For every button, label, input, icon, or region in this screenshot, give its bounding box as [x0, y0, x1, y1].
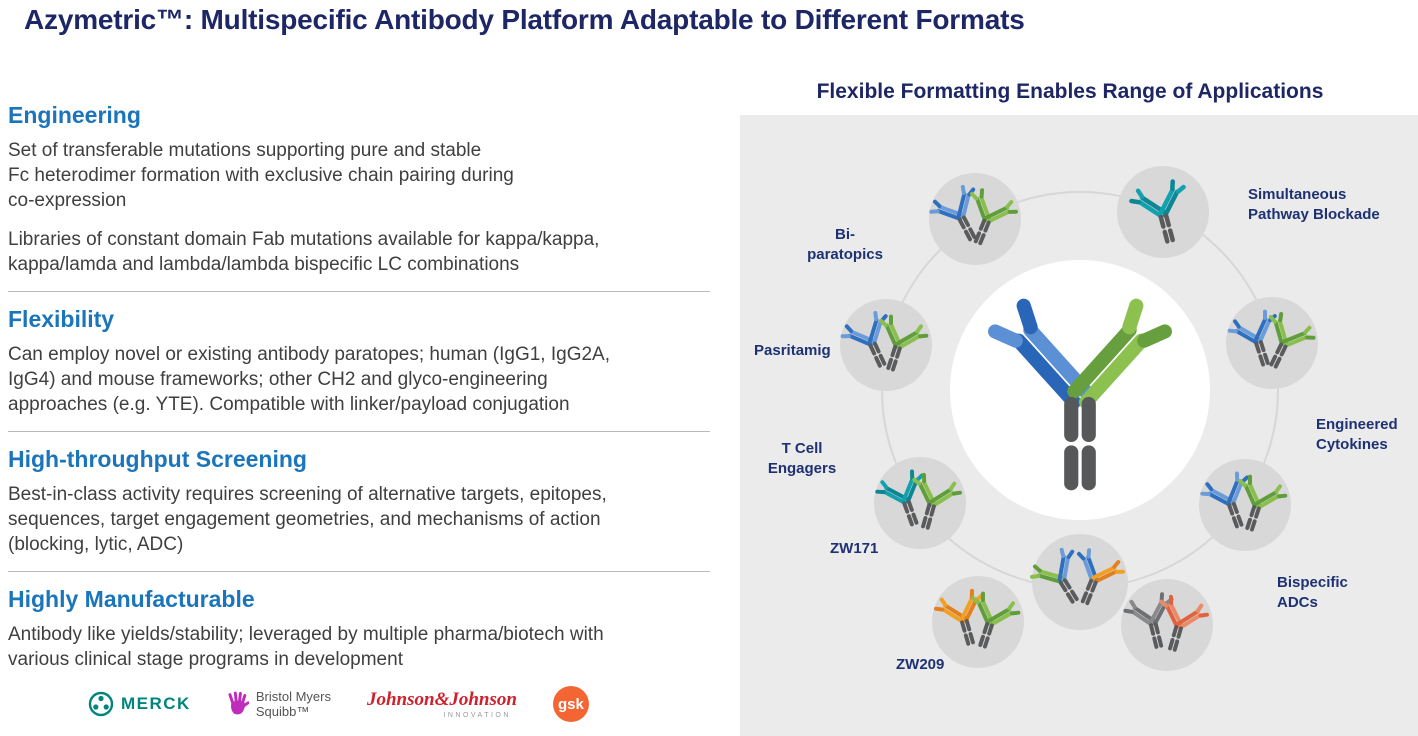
merck-logo: MERCK [88, 691, 191, 717]
section-heading-flexibility: Flexibility [8, 306, 115, 332]
section-divider [8, 431, 710, 432]
partner-logos: MERCK Bristol Myers Squibb™ Johnson&John… [8, 686, 710, 722]
johnson-and-johnson-logo: Johnson&Johnson INNOVATION [367, 689, 517, 719]
label-line: T Cell [781, 440, 823, 457]
format-node-top-left [929, 173, 1021, 265]
antibody-icon [1122, 169, 1202, 253]
format-node-right [1226, 297, 1318, 389]
format-node-mid-left [874, 457, 966, 549]
format-node-left [840, 299, 932, 391]
bms-logo-line1: Bristol Myers [255, 689, 331, 704]
central-antibody-illustration [980, 277, 1180, 497]
diagram-heading: Flexible Formatting Enables Range of App… [816, 80, 1324, 103]
screening-paragraph: Best-in-class activity requires screenin… [8, 484, 607, 555]
label-line: Simultaneous [1248, 186, 1347, 203]
label-pasritamig: Pasritamig [754, 342, 831, 359]
format-node-bottom-left [932, 576, 1024, 668]
bms-logo-line2: Squibb™ [255, 704, 310, 719]
label-zw209: ZW209 [896, 656, 945, 673]
formats-diagram-panel: Bi- paratopics Simultaneous Pathway Bloc… [740, 115, 1418, 736]
jnj-logo-text: Johnson&Johnson [366, 689, 517, 710]
page-title: Azymetric™: Multispecific Antibody Platf… [24, 4, 1025, 35]
bms-hand-icon [228, 691, 249, 715]
label-simultaneous-pathway-blockade: Simultaneous Pathway Blockade [1248, 185, 1418, 225]
bristol-myers-squibb-logo: Bristol Myers Squibb™ [227, 689, 331, 719]
label-line: paratopics [807, 246, 883, 263]
engineering-paragraph-2: Libraries of constant domain Fab mutatio… [8, 229, 600, 275]
label-line: Pathway Blockade [1248, 206, 1380, 223]
label-line: ADCs [1277, 594, 1318, 611]
jnj-innovation-text: INNOVATION [443, 712, 511, 719]
format-node-bottom-right [1121, 579, 1213, 671]
label-line: Bispecific [1277, 574, 1348, 591]
merck-logo-text: MERCK [121, 694, 191, 713]
bms-logo-text: Bristol Myers Squibb™ [256, 689, 331, 719]
label-engineered-cytokines: Engineered Cytokines [1316, 415, 1416, 455]
label-bispecific-adcs: Bispecific ADCs [1277, 573, 1377, 613]
flexibility-paragraph: Can employ novel or existing antibody pa… [8, 344, 611, 415]
label-zw171: ZW171 [830, 540, 879, 557]
label-line: Cytokines [1316, 436, 1388, 453]
label-t-cell-engagers: T Cell Engagers [748, 439, 856, 479]
engineering-paragraph-1: Set of transferable mutations supporting… [8, 140, 514, 211]
format-node-bottom-center [1032, 534, 1128, 630]
section-divider [8, 571, 710, 572]
section-heading-screening: High-throughput Screening [8, 446, 307, 472]
left-column: Engineering Set of transferable mutation… [8, 100, 710, 722]
section-heading-manufacturable: Highly Manufacturable [8, 586, 255, 612]
section-divider [8, 291, 710, 292]
manufacturable-paragraph: Antibody like yields/stability; leverage… [8, 624, 604, 670]
format-node-mid-right [1199, 459, 1291, 551]
gsk-logo: gsk [552, 686, 589, 722]
merck-logo-icon [88, 691, 114, 717]
format-node-top [1117, 166, 1209, 258]
label-line: Engagers [767, 460, 837, 477]
label-line: Bi- [835, 226, 855, 243]
label-line: Engineered [1316, 416, 1398, 433]
section-heading-engineering: Engineering [8, 102, 141, 128]
label-bi-paratopics: Bi- paratopics [795, 225, 895, 265]
